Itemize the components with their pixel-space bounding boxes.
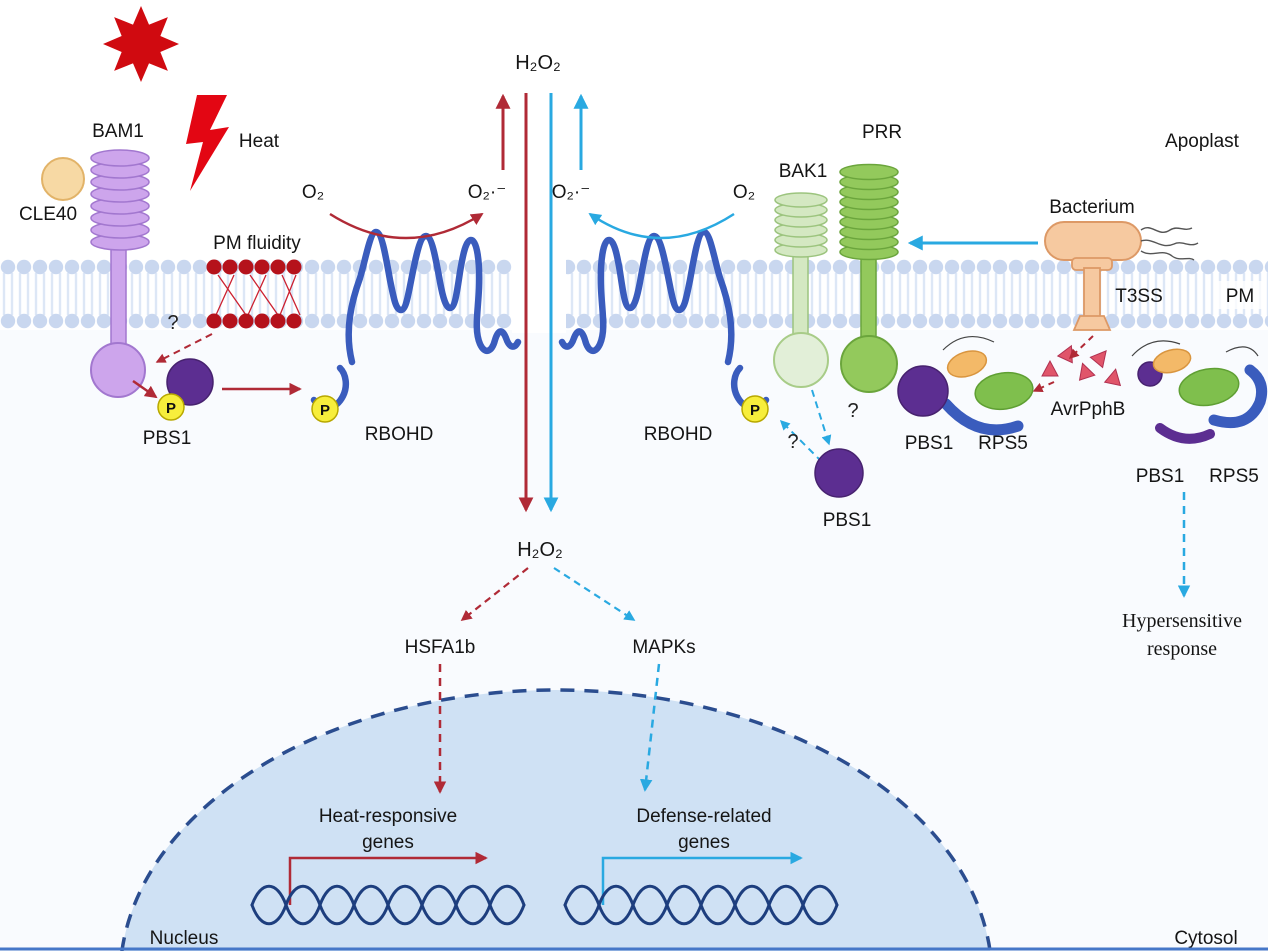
- phospho-letter: P: [750, 402, 760, 419]
- bam1-label: BAM1: [92, 121, 144, 142]
- heat-genes-label-1: Heat-responsive: [319, 806, 457, 827]
- red-dashed-arrow-fluidity-to-bam1: [155, 333, 213, 363]
- pbs1-mid-label: PBS1: [905, 433, 954, 454]
- red-dashed-arrow-t3ss-effectors: [1068, 335, 1094, 360]
- prr-kinase-domain: [840, 335, 898, 393]
- bak1-receptor: [773, 192, 829, 388]
- rps5-right-label: RPS5: [1209, 466, 1259, 487]
- bam1-kinase-domain: [90, 342, 146, 398]
- phospho-letter: P: [320, 402, 330, 419]
- rps5-crescent: [940, 398, 1024, 436]
- question-mark-fluidity: ?: [167, 312, 178, 334]
- defense-genes-label-1: Defense-related: [636, 806, 771, 827]
- rps5-ellipse-active: [1178, 367, 1240, 407]
- t3ss-label: T3SS: [1115, 286, 1163, 307]
- gene-arrow-blue: [601, 851, 803, 905]
- phospho-letter: P: [166, 400, 176, 417]
- cytosol-label: Cytosol: [1174, 928, 1237, 949]
- defense-genes-label-2: genes: [678, 832, 730, 853]
- cle40-ligand: [41, 157, 85, 201]
- rps5-mid-label: RPS5: [978, 433, 1028, 454]
- membrane-channel-gap: [512, 255, 566, 333]
- sun-icon: [103, 6, 179, 82]
- pm-label: PM: [1226, 286, 1255, 307]
- prr-receptor: [839, 163, 899, 393]
- red-dashed-arrow-h2o2-hsfa1b: [460, 567, 529, 622]
- red-curved-arrow-o2-to-superoxide: [329, 212, 484, 240]
- avrpphb-label: AvrPphB: [1051, 399, 1126, 420]
- pbs1-right-label: PBS1: [1136, 466, 1185, 487]
- superoxide-right-label: O₂·⁻: [552, 182, 591, 203]
- blue-dashed-arrow-h2o2-mapks: [553, 567, 636, 621]
- phospho-badge-pbs1: [157, 393, 185, 421]
- h2o2-top-label: H₂O₂: [515, 52, 561, 74]
- question-mark-pbs1: ?: [787, 431, 798, 453]
- nucleus-label: Nucleus: [150, 928, 219, 949]
- adaptor-ellipse: [946, 350, 988, 378]
- bacterium-label: Bacterium: [1049, 197, 1135, 218]
- activated-rps5-complex: [1131, 340, 1268, 444]
- h2o2-flux-arrows: [495, 93, 589, 513]
- bak1-kinase-domain: [773, 332, 829, 388]
- gene-arrow-red: [288, 851, 488, 905]
- dna-helix-left: [250, 884, 526, 926]
- pbs1-released-circle: [814, 448, 864, 498]
- bak1-label: BAK1: [779, 161, 828, 182]
- flagella: [1140, 227, 1199, 261]
- question-mark-bak1: ?: [847, 400, 858, 422]
- rps5-ellipse: [974, 371, 1034, 411]
- phospho-badge-rbohd-left: [311, 395, 339, 423]
- rps5-crescent-active: [1208, 364, 1268, 429]
- phospho-badge-rbohd-right: [741, 395, 769, 423]
- o2-right-label: O₂: [733, 182, 755, 203]
- pbs1-left-circle: [166, 358, 214, 406]
- hypersensitive-label-1: Hypersensitive: [1122, 610, 1242, 632]
- pbs1-cleaved-crescent: [1155, 423, 1215, 444]
- lightning-icon: [186, 95, 229, 191]
- pm-fluidity-label: PM fluidity: [213, 233, 301, 254]
- heat-label: Heat: [239, 131, 280, 152]
- o2-left-label: O₂: [302, 182, 324, 203]
- mapks-label: MAPKs: [632, 637, 695, 658]
- pbs1-released-label: PBS1: [823, 510, 872, 531]
- pm-label-backdrop: [1218, 281, 1264, 309]
- avrpphb-triangles: [1041, 344, 1122, 387]
- hsfa1b-label: HSFA1b: [405, 637, 476, 658]
- rbohd-left-label: RBOHD: [365, 424, 434, 445]
- bacterium-shape: [1044, 221, 1199, 261]
- t3ss-structure: [1071, 257, 1113, 331]
- blue-dashed-arrow-bak1-to-pbs1: [811, 389, 832, 446]
- blue-dashed-arrow-mapks-genes: [639, 663, 661, 792]
- rbohd-right-label: RBOHD: [644, 424, 713, 445]
- pbs1-left-label: PBS1: [143, 428, 192, 449]
- hypersensitive-label-2: response: [1147, 638, 1217, 660]
- pm-fluidity-beads: [206, 259, 302, 329]
- h2o2-bottom-label: H₂O₂: [517, 539, 563, 561]
- red-arrow-bam1-to-pbs1: [132, 379, 158, 399]
- blue-dashed-arrow-pbs1-to-rbohd: [779, 419, 823, 463]
- superoxide-left-label: O₂·⁻: [468, 182, 507, 203]
- prr-label: PRR: [862, 122, 902, 143]
- adaptor-ellipse: [1152, 348, 1192, 374]
- cle40-label: CLE40: [19, 204, 77, 225]
- red-dashed-arrow-effector-to-complex: [1032, 381, 1055, 393]
- bam1-receptor: [90, 149, 150, 398]
- pbs1-circle: [897, 365, 949, 417]
- heat-genes-label-2: genes: [362, 832, 414, 853]
- blue-curved-arrow-o2-to-superoxide: [588, 212, 735, 240]
- apoplast-label: Apoplast: [1165, 131, 1240, 152]
- pbs1-rps5-complex: [897, 335, 1034, 436]
